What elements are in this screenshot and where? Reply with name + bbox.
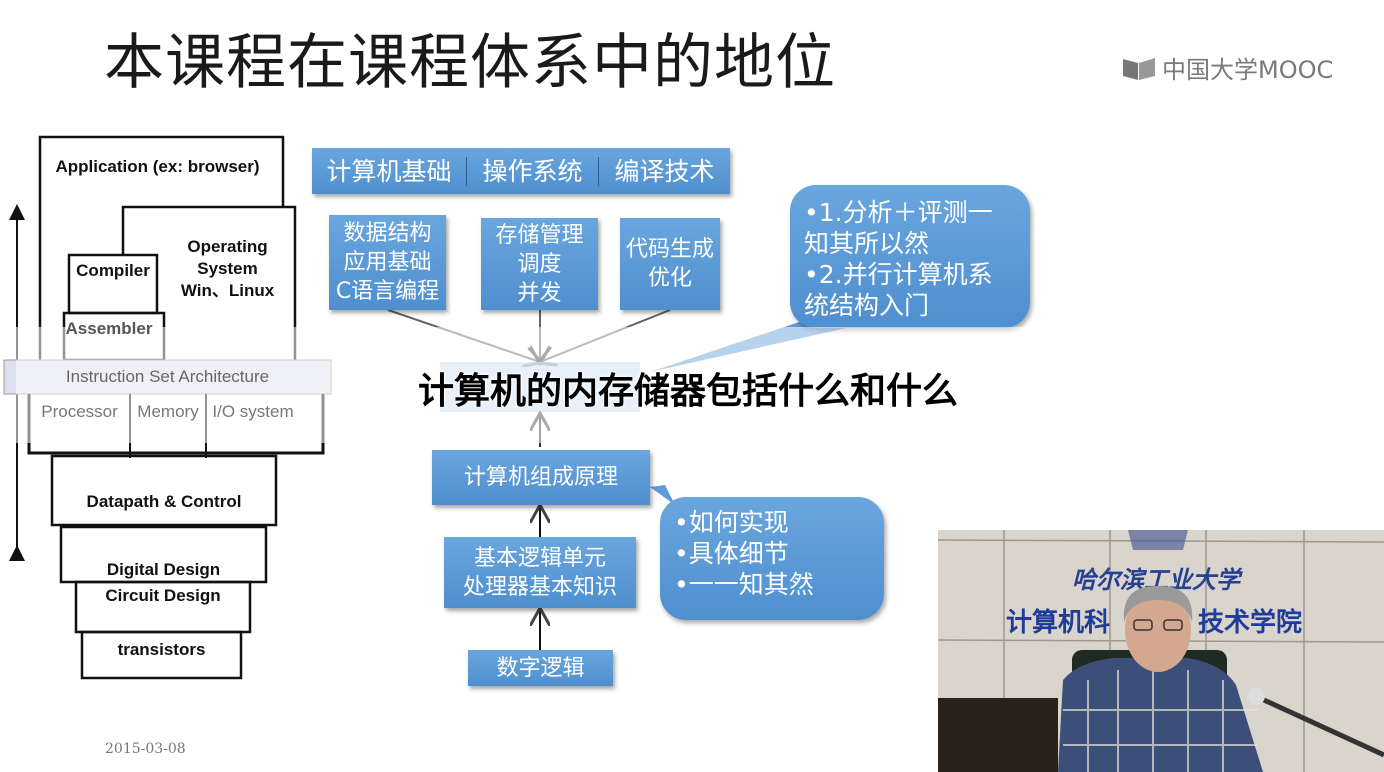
box-line: C语言编程 (335, 279, 440, 304)
callout-line: 统结构入门 (804, 291, 930, 320)
caption-overlay-band (16, 327, 1384, 443)
box-line: 存储管理 (495, 222, 584, 248)
callout-line: •一一知其然 (674, 570, 814, 599)
callout-line: •1.分析＋评测一 (804, 198, 993, 227)
transistors-label: transistors (117, 640, 206, 659)
box-line: 调度 (517, 251, 562, 277)
course-operating-systems: 操作系统 (467, 156, 599, 186)
basic-logic-unit-box: 基本逻辑单元 处理器基本知识 (444, 537, 636, 608)
box-line: 基本逻辑单元 (473, 545, 606, 571)
os-line: System (197, 259, 258, 278)
callout-line: •2.并行计算机系 (804, 260, 993, 289)
os-label: Operating System Win、Linux (170, 236, 285, 302)
box-line: 优化 (647, 266, 692, 291)
mooc-logo: 中国大学MOOC (1122, 50, 1333, 85)
lecturer-video[interactable]: 哈尔滨工业大学 计算机科 技术学院 (938, 530, 1384, 772)
box-line: 应用基础 (343, 250, 432, 275)
processor-label: Processor (41, 402, 118, 421)
course-top-bar: 计算机基础 操作系统 编译技术 (312, 148, 730, 194)
memory-label: Memory (137, 402, 199, 421)
application-label: Application (ex: browser) (55, 157, 260, 176)
os-line: Operating (187, 237, 268, 256)
compiler-label: Compiler (76, 261, 150, 280)
callout-implementation: •如何实现 •具体细节 •一一知其然 (660, 497, 884, 620)
slide-title: 本课程在课程体系中的地位 (104, 28, 836, 98)
banner-school-left: 计算机科 (1006, 608, 1111, 638)
code-generation-box: 代码生成 优化 (620, 218, 720, 310)
video-caption: 计算机的内存储器包括什么和什么 (418, 371, 959, 412)
course-compilers: 编译技术 (614, 156, 715, 186)
assembler-label: Assembler (65, 319, 153, 338)
datapath-label: Datapath & Control (86, 492, 242, 511)
box-line: 数据结构 (343, 221, 432, 246)
callout-line: •具体细节 (674, 539, 789, 568)
digital-design-label: Digital Design (106, 560, 221, 579)
box-line: 代码生成 (625, 237, 714, 262)
digital-logic-box: 数字逻辑 (468, 650, 613, 686)
io-system-label: I/O system (212, 402, 294, 421)
box-line: 并发 (517, 280, 562, 306)
storage-management-box: 存储管理 调度 并发 (481, 218, 598, 310)
box-line: 处理器基本知识 (462, 574, 617, 600)
lecturer-head (1123, 585, 1193, 672)
isa-label: Instruction Set Architecture (65, 367, 270, 386)
circuit-design-label: Circuit Design (105, 586, 221, 605)
computer-organization-box: 计算机组成原理 (432, 450, 650, 505)
callout-line: 知其所以然 (804, 229, 930, 258)
book-logo-icon (1123, 57, 1155, 80)
os-line: Win、Linux (180, 281, 275, 300)
callout-analysis: •1.分析＋评测一 知其所以然 •2.并行计算机系 统结构入门 (790, 185, 1030, 328)
logo-text: 中国大学MOOC (1162, 56, 1334, 84)
callout-line: •如何实现 (674, 508, 789, 537)
slide-date: 2015-03-08 (105, 741, 186, 757)
course-computer-basics: 计算机基础 (312, 156, 467, 186)
data-structures-box: 数据结构 应用基础 C语言编程 (329, 215, 446, 310)
banner-school-right: 技术学院 (1198, 608, 1303, 638)
